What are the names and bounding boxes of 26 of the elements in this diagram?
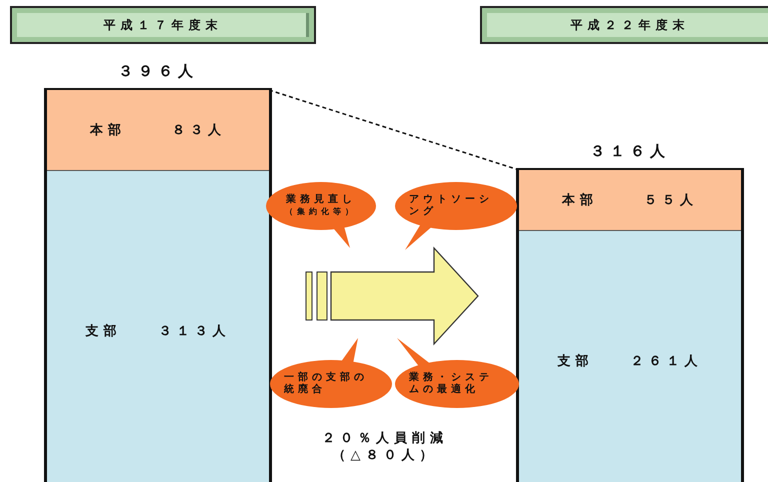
bar-segment (519, 230, 741, 482)
bubble-text: アウトソーシング (409, 194, 494, 218)
segment-label: 本部 (562, 192, 598, 209)
reduction-note: （△８０人） (332, 447, 438, 464)
segment-label: 本部 (90, 122, 126, 139)
block-arrow (306, 246, 479, 346)
segment-label: ２６１人 (630, 352, 702, 370)
segment-label: 支部 (86, 322, 122, 340)
segment-label: ８３人 (172, 122, 226, 139)
segment-label: 支部 (558, 352, 594, 370)
year-heading: 平成２２年度末 (570, 16, 690, 34)
bubble-text: 業務見直し (286, 194, 356, 206)
segment-label: ５５人 (644, 192, 698, 209)
bar-segment (47, 170, 269, 482)
reduction-note: ２０％人員削減 (321, 430, 449, 447)
bubble-text: 一部の支部の統廃合 (284, 372, 369, 396)
title-plate (10, 6, 316, 44)
bubble-text: 業務・システムの最適化 (409, 372, 494, 396)
bubble-text: （集約化等） (285, 206, 357, 218)
year-heading: 平成１７年度末 (104, 16, 222, 34)
total-count: ３１６人 (589, 142, 671, 161)
bar-segment (47, 90, 269, 170)
bar-segment (519, 170, 741, 230)
segment-label: ３１３人 (158, 322, 230, 340)
title-plate (480, 6, 768, 44)
total-count: ３９６人 (117, 62, 199, 81)
